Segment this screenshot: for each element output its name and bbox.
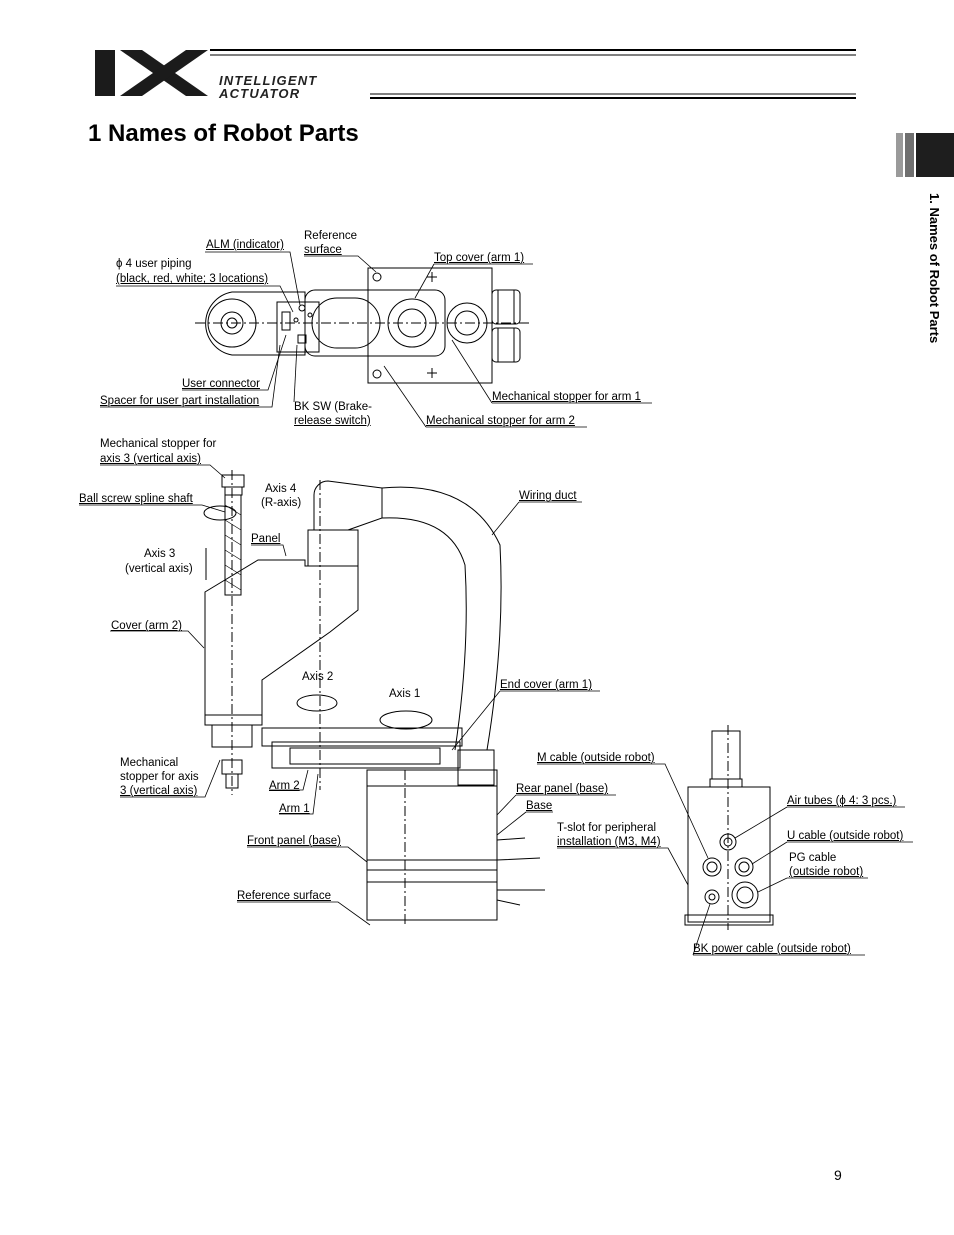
- label-stopper-arm2: Mechanical stopper for arm 2: [426, 415, 575, 427]
- label-tslot-2: installation (M3, M4): [557, 836, 661, 848]
- logo-text-intelligent: INTELLIGENT: [219, 73, 318, 88]
- label-panel: Panel: [251, 533, 281, 545]
- page-number: 9: [834, 1167, 842, 1183]
- top-view-drawing: [195, 267, 530, 384]
- label-bk-sw-2: release switch): [294, 415, 371, 427]
- label-stopper-axis3-bot-1: Mechanical: [120, 757, 179, 769]
- label-top-cover: Top cover (arm 1): [434, 252, 525, 264]
- label-rear-panel: Rear panel (base): [516, 783, 609, 795]
- ix-logo: [95, 49, 856, 99]
- label-axis4-1: Axis 4: [265, 483, 297, 495]
- label-spacer: Spacer for user part installation: [100, 395, 260, 407]
- section-side-label: 1. Names of Robot Parts: [927, 193, 942, 344]
- label-axis3-2: (vertical axis): [125, 563, 193, 575]
- label-arm1: Arm 1: [279, 803, 310, 815]
- label-wiring-duct: Wiring duct: [519, 490, 577, 502]
- label-pg-cable-2: (outside robot): [789, 866, 864, 878]
- label-axis3-1: Axis 3: [144, 548, 176, 560]
- rear-view-leaders: [537, 763, 913, 956]
- label-cover-arm2: Cover (arm 2): [111, 620, 182, 632]
- label-stopper-axis3-bot-2: stopper for axis: [120, 771, 199, 783]
- label-ball-screw: Ball screw spline shaft: [79, 493, 193, 505]
- label-axis2: Axis 2: [302, 671, 334, 683]
- section-tab-stripe-light: [896, 133, 903, 177]
- label-stopper-axis3-top-2: axis 3 (vertical axis): [100, 453, 201, 465]
- label-pg-cable-1: PG cable: [789, 852, 837, 864]
- top-view-leaders: [100, 251, 652, 428]
- label-arm2: Arm 2: [269, 780, 300, 792]
- label-m-cable: M cable (outside robot): [537, 752, 655, 764]
- label-u-cable: U cable (outside robot): [787, 830, 904, 842]
- logo-text-actuator: ACTUATOR: [219, 86, 301, 101]
- label-stopper-arm1: Mechanical stopper for arm 1: [492, 391, 641, 403]
- side-view-drawing: [203, 470, 545, 925]
- label-user-piping-2: (black, red, white; 3 locations): [116, 273, 269, 285]
- label-stopper-axis3-top-1: Mechanical stopper for: [100, 438, 217, 450]
- label-reference-surface-bottom: Reference surface: [237, 890, 331, 902]
- label-stopper-axis3-bot-3: 3 (vertical axis): [120, 785, 198, 797]
- label-tslot-1: T-slot for peripheral: [557, 822, 657, 834]
- section-tab: [916, 133, 954, 177]
- label-reference-surface-top-1: Reference: [304, 230, 358, 242]
- label-air-tubes: Air tubes (ϕ 4: 3 pcs.): [787, 795, 897, 807]
- label-end-cover: End cover (arm 1): [500, 679, 593, 691]
- side-view-leaders: [79, 464, 616, 926]
- label-front-panel: Front panel (base): [247, 835, 341, 847]
- label-base: Base: [526, 800, 553, 812]
- label-axis4-2: (R-axis): [261, 497, 302, 509]
- rear-view-drawing: [684, 725, 774, 930]
- label-bk-sw-1: BK SW (Brake-: [294, 401, 372, 413]
- label-bk-power-cable: BK power cable (outside robot): [693, 943, 851, 955]
- page-title: 1 Names of Robot Parts: [88, 120, 359, 147]
- label-alm-indicator: ALM (indicator): [206, 239, 284, 251]
- label-reference-surface-top-2: surface: [304, 244, 342, 256]
- section-tab-stripe-mid: [905, 133, 914, 177]
- label-axis1: Axis 1: [389, 688, 421, 700]
- label-user-connector: User connector: [182, 378, 260, 390]
- label-user-piping-1: ϕ 4 user piping: [116, 258, 192, 270]
